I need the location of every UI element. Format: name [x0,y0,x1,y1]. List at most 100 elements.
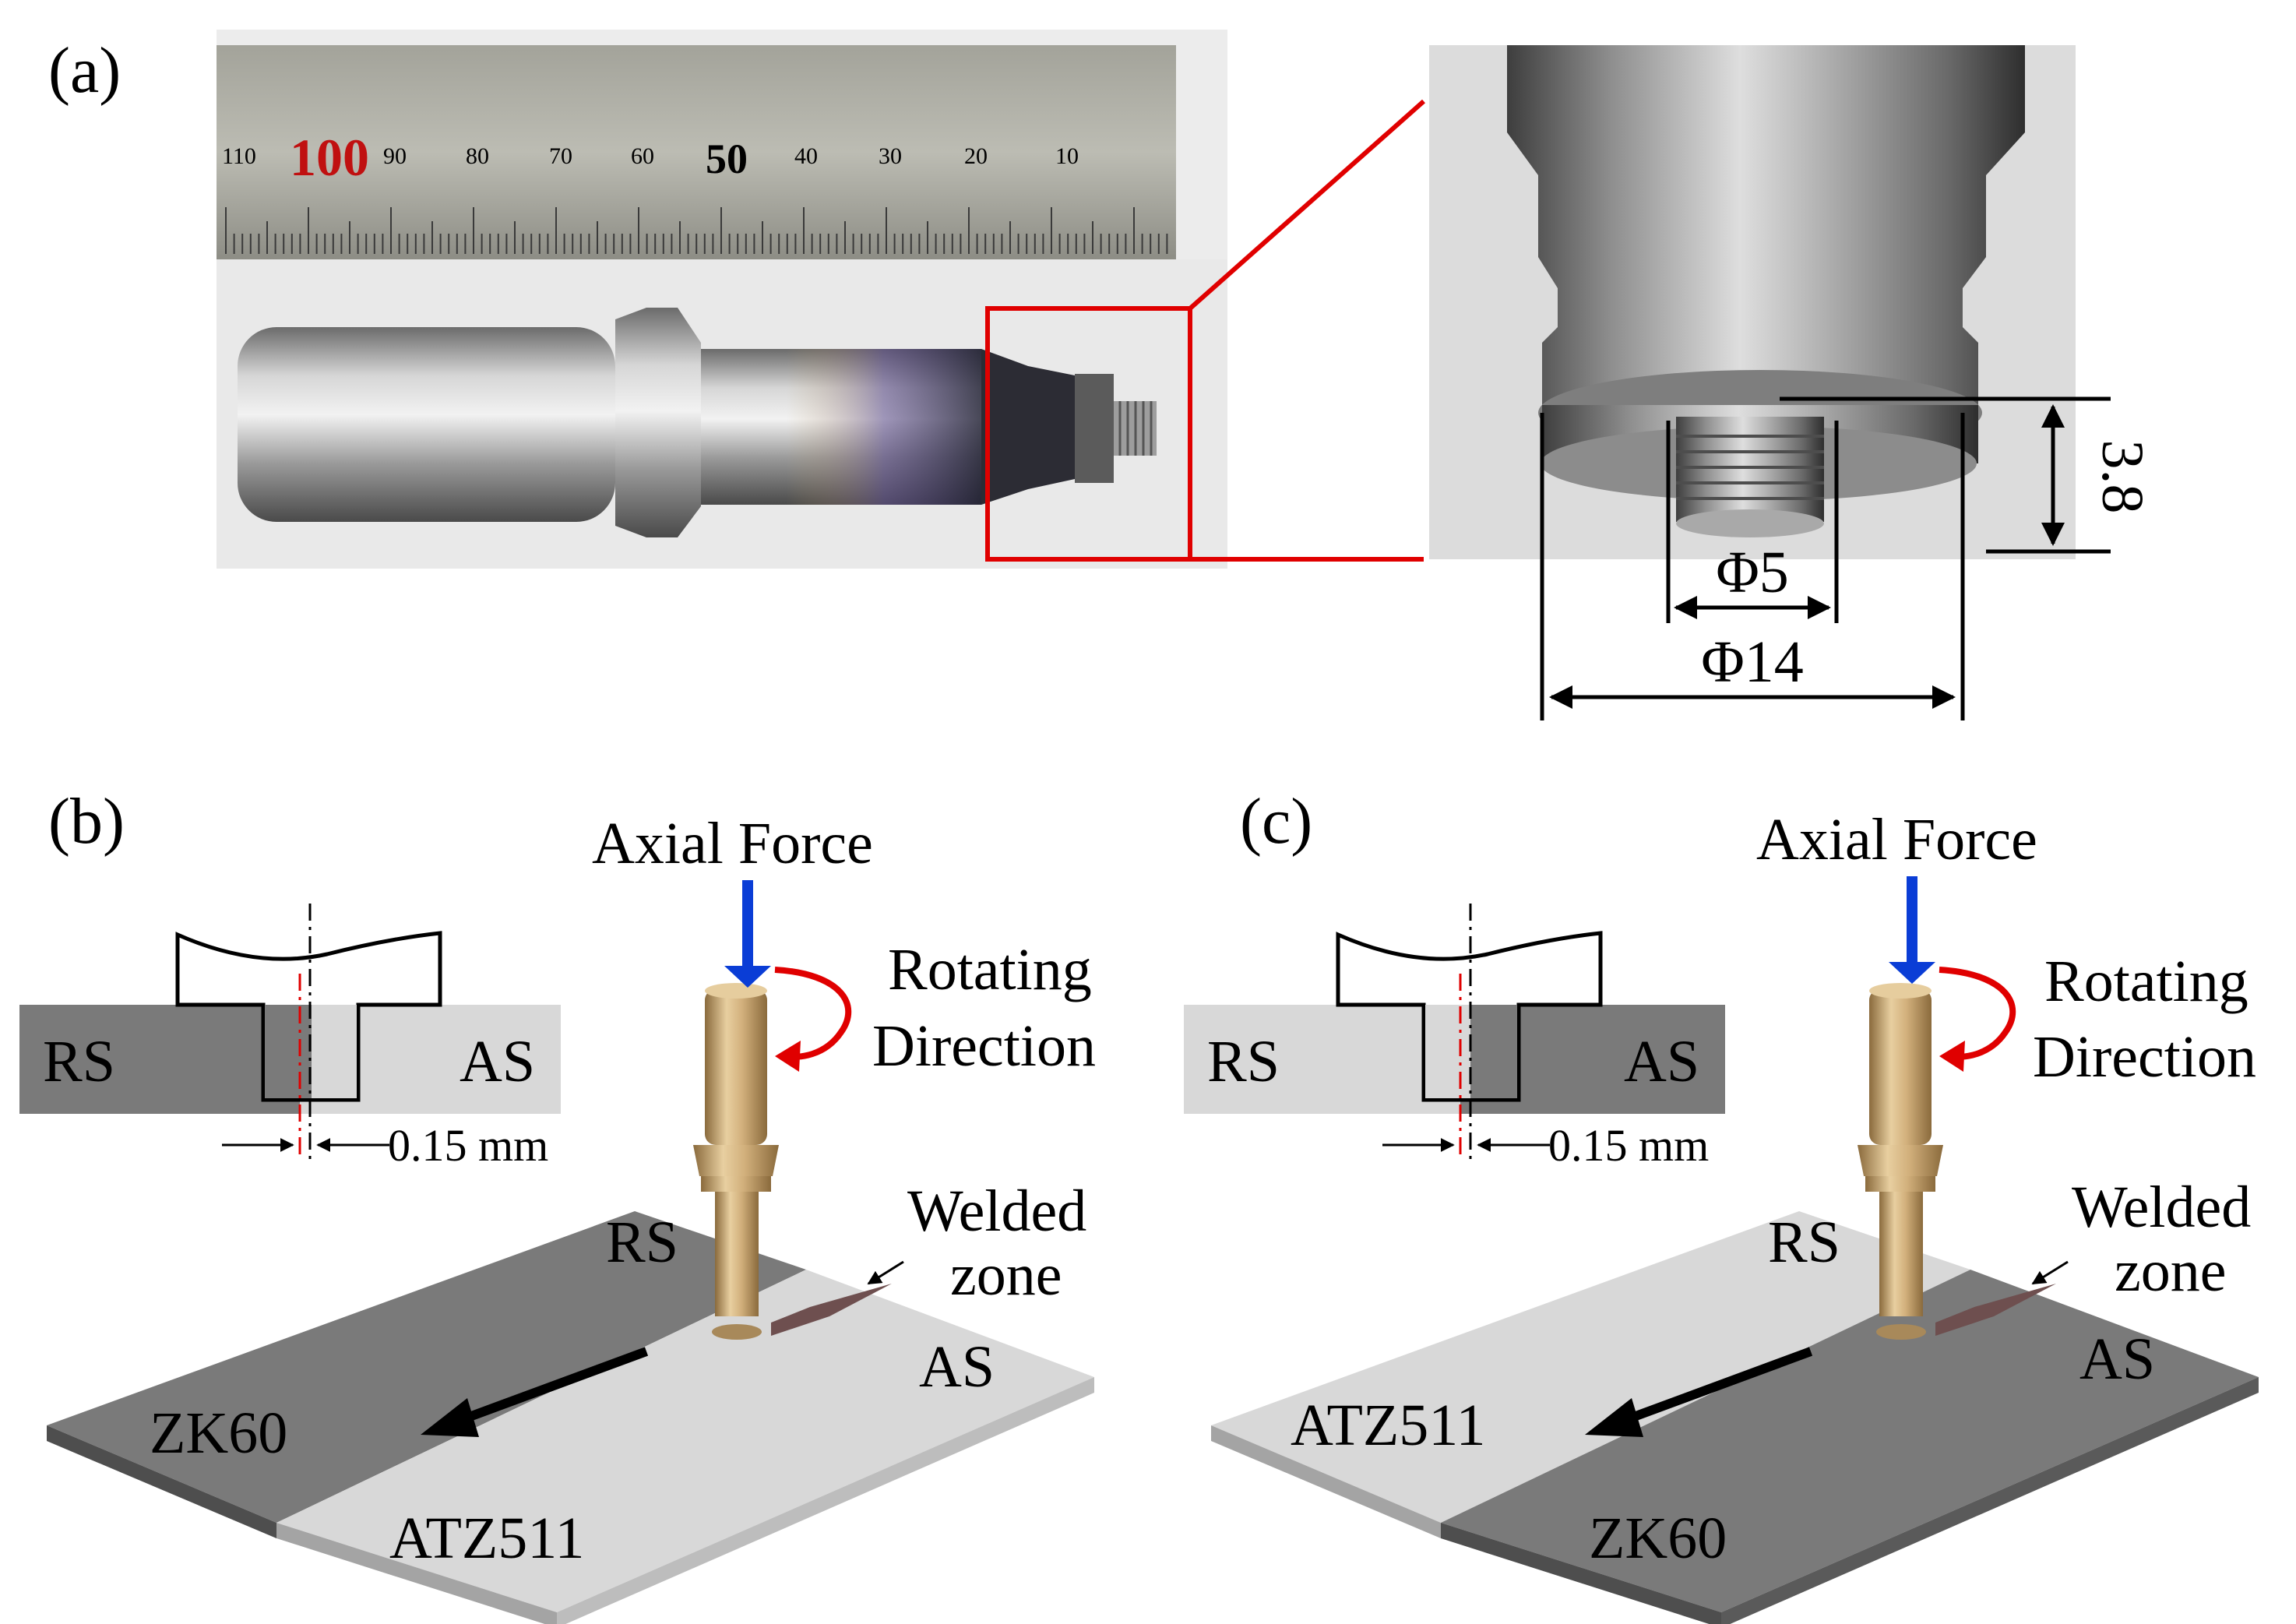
welded-zone [771,1284,892,1336]
tool-pin [712,1324,762,1340]
dimension-annotations [1540,396,2111,720]
tool-ring [701,1176,771,1192]
schematic-as-label: AS [1624,1029,1699,1094]
as-plate-edge [1441,1523,1721,1624]
plate-rs-label: RS [1768,1210,1840,1275]
welding-direction-arrow [1629,1347,1813,1422]
as-plate-side [557,1377,1094,1624]
closeup-tool-body [1507,45,2025,405]
schematic-rs-label: RS [43,1029,115,1094]
tool-top-face [1869,983,1932,999]
plate-as-label: AS [2079,1326,2155,1392]
steel-ruler [217,45,1176,259]
pin-diameter-label: Φ5 [1716,540,1789,605]
closeup-pin-threads [1676,435,1824,500]
welded-zone [1935,1284,2056,1336]
zone-label: zone [2115,1238,2226,1304]
rotation-arrow [774,967,852,1060]
fsw-tool-model [693,983,779,1340]
rs-plate-edge [1211,1425,1441,1538]
welded-label: Welded [907,1178,1086,1244]
as-plate-side [1721,1377,2259,1624]
rs-plate-edge [47,1425,276,1538]
ruler-label: 10 [1055,143,1079,169]
rotating-label: Rotating [2044,949,2248,1014]
panel-b: (b) RS AS 0.15 mm [19,785,1096,1624]
welding-direction-arrow [465,1347,649,1422]
closeup-pin [1676,417,1824,522]
ruler-label: 100 [290,128,369,187]
offset-label: 0.15 mm [1548,1120,1709,1171]
tool-shoulder-end [981,349,1075,505]
tool-closeup-photo [1429,45,2076,559]
tool-collar [693,1145,779,1176]
material-atz511-label: ATZ511 [389,1506,585,1571]
plate-as-label: AS [919,1334,995,1400]
schematic-rs-plate [19,1005,300,1114]
direction-label: Direction [2033,1024,2256,1090]
ruler-label: 20 [964,143,988,169]
rs-plate-top [47,1211,806,1523]
pin-length-label: 3.8 [2090,440,2155,514]
axial-force-arrow-head [1889,962,1935,984]
ruler-label: 70 [549,143,572,169]
ruler-tick-marks [225,207,1168,254]
panel-c-label: (c) [1240,785,1312,858]
plate-rs-label: RS [606,1210,678,1275]
panel-a: (a) 110 100 90 80 70 60 50 40 30 20 10 [48,30,2155,720]
ruler-label: 30 [879,143,902,169]
axial-force-label: Axial Force [1756,807,2037,872]
material-atz511-label: ATZ511 [1291,1393,1486,1458]
ruler-label: 90 [383,143,407,169]
offset-label: 0.15 mm [388,1120,548,1171]
closeup-pin-tip [1676,509,1824,537]
schematic-rs-label: RS [1207,1029,1280,1094]
as-plate-top [276,1270,1094,1612]
shoulder-diameter-label: Φ14 [1701,629,1804,695]
schematic-tool-outline [175,931,442,1102]
ruler-label: 40 [794,143,818,169]
fsw-tool-model [1858,983,1943,1340]
tool-shank [238,327,615,522]
material-zk60-label: ZK60 [150,1400,287,1466]
rotation-arrow [1939,967,2016,1060]
schematic-pin-fill-right [312,1005,357,1098]
schematic-rs-plate [1184,1005,1460,1114]
heat-tint [787,349,981,505]
workpiece-plates [1211,1211,2259,1624]
panel-b-label: (b) [48,785,125,858]
zone-label: zone [950,1242,1062,1308]
ruler-label: 60 [631,143,654,169]
tool-pin [1876,1324,1926,1340]
material-zk60-label: ZK60 [1589,1506,1727,1571]
ruler-label: 80 [466,143,489,169]
welding-direction-arrow-head [421,1398,479,1437]
schematic-pin-fill-left [1425,1005,1470,1098]
schematic-pin-fill-right [1470,1005,1517,1098]
tool-shoulder [1879,1285,1923,1307]
pin-threads [1118,401,1153,456]
rs-plate-top [1211,1211,1970,1523]
ruler-label: 50 [706,136,748,182]
workpiece-plates [47,1211,1094,1624]
tool-upper-shank [705,989,767,1145]
tool-collar [615,308,701,537]
cross-section-schematic: RS AS 0.15 mm [19,904,561,1171]
tool-shoulder [715,1285,759,1307]
zoom-callout-line [1188,99,1425,311]
tool-photo: 110 100 90 80 70 60 50 40 30 20 10 [217,30,1425,569]
panel-a-label: (a) [48,34,121,107]
as-plate-edge [276,1523,557,1624]
tool-top-face [705,983,767,999]
tool-upper-shank [1869,989,1932,1145]
direction-label: Direction [872,1013,1096,1079]
schematic-tool-outline [1336,931,1603,1102]
schematic-as-label: AS [460,1029,535,1094]
tool-collar [1858,1145,1943,1176]
axial-force-arrow-head [724,966,771,988]
welded-label: Welded [2072,1175,2251,1240]
welded-zone-pointer [2031,1260,2069,1285]
fsw-tool-photo [238,308,1157,537]
ruler-labels: 110 100 90 80 70 60 50 40 30 20 10 [222,128,1079,187]
